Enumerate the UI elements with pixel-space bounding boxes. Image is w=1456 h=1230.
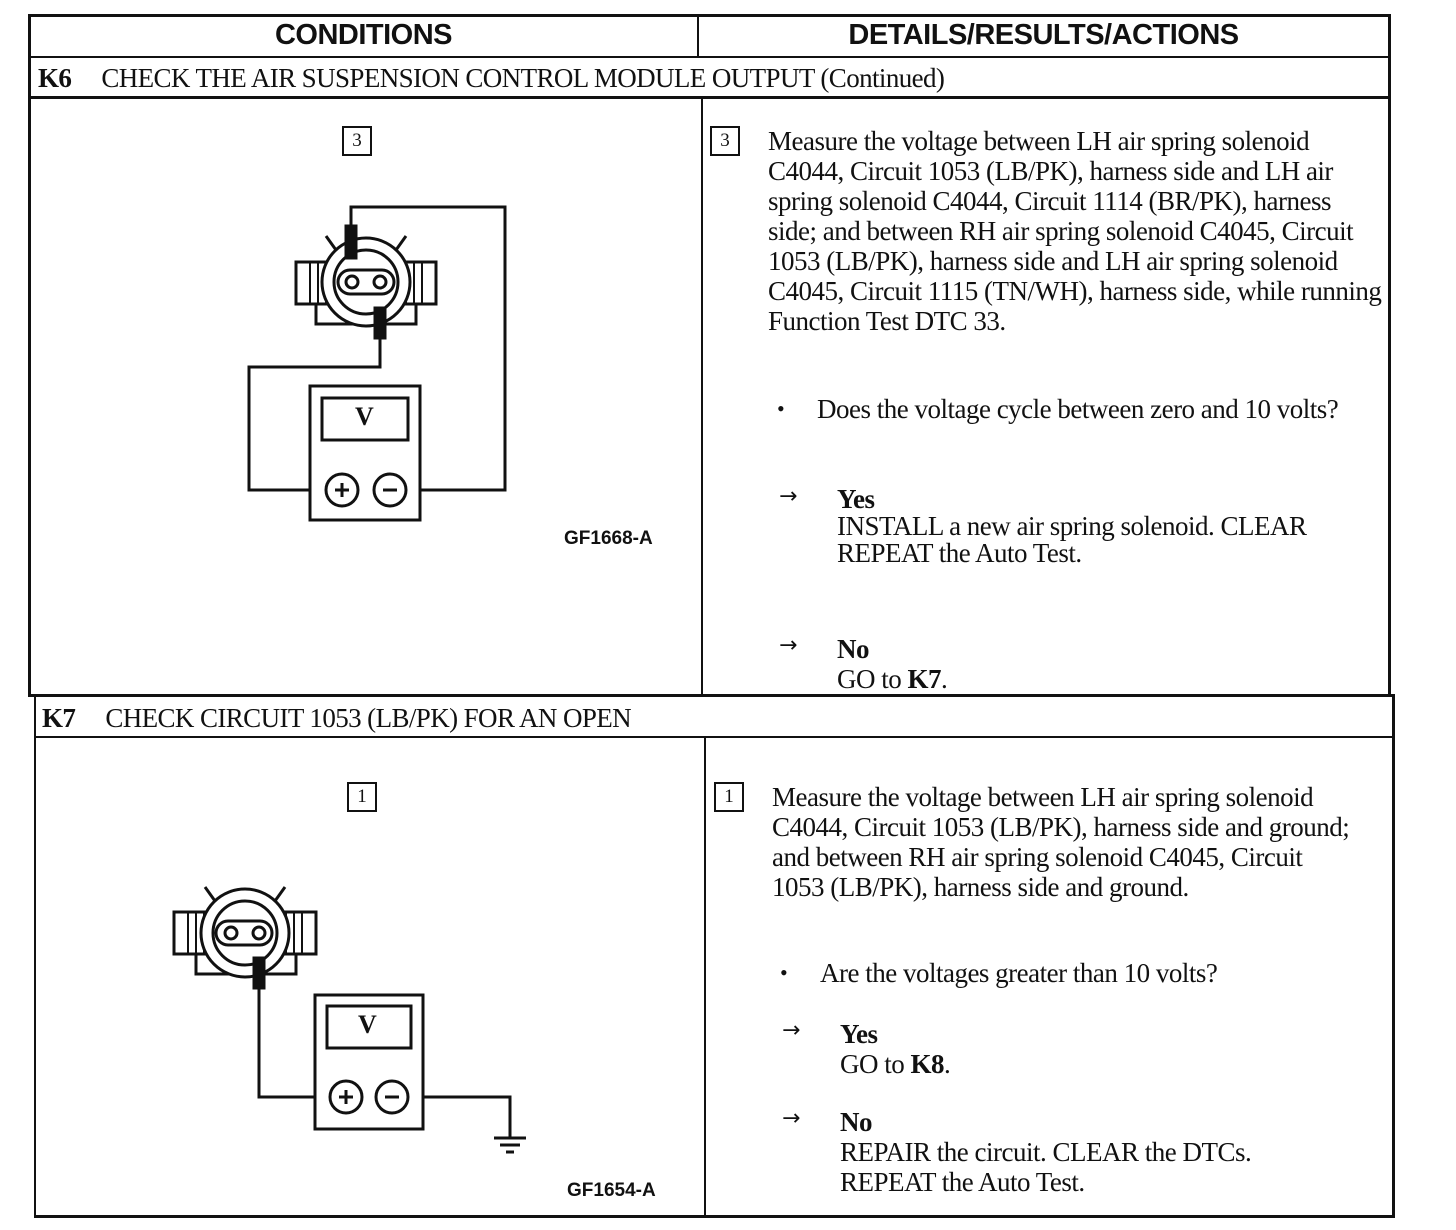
k6-title-text: CHECK THE AIR SUSPENSION CONTROL MODULE … <box>101 63 945 93</box>
column-divider-k7 <box>704 736 706 1218</box>
k7-meter-label: V <box>358 1010 377 1039</box>
table-border-bottom <box>34 1215 1394 1218</box>
table-border-top <box>28 14 1390 17</box>
header-divider <box>28 56 1390 58</box>
k7-no-label: No <box>840 1107 873 1137</box>
k6-no-prefix: GO to <box>837 664 908 694</box>
table-border-left <box>28 14 31 696</box>
k6-k7-divider <box>28 694 1394 697</box>
k6-question: Does the voltage cycle between zero and … <box>817 394 1339 424</box>
column-divider-k6 <box>701 96 703 696</box>
details-header: DETAILS/RESULTS/ACTIONS <box>848 19 1239 51</box>
k6-question-bullet: • <box>777 396 785 421</box>
k6-figure-code: GF1668-A <box>564 528 653 549</box>
k6-step-id: K6 <box>38 63 72 93</box>
k6-no-answer: No GO to K7. <box>837 634 1377 694</box>
k7-border-left <box>34 694 36 1218</box>
k6-no-suffix: . <box>941 664 948 694</box>
column-divider-header <box>697 14 699 58</box>
k7-figure-code: GF1654-A <box>567 1180 656 1201</box>
k7-yes-prefix: GO to <box>840 1049 911 1079</box>
k6-yes-label: Yes <box>837 484 875 514</box>
k7-no-answer: No REPAIR the circuit. CLEAR the DTCs. R… <box>840 1107 1380 1197</box>
k6-solenoid-connector <box>294 235 438 328</box>
k6-title-divider <box>28 96 1390 99</box>
k7-question: Are the voltages greater than 10 volts? <box>820 958 1218 988</box>
k7-no-action-2: REPEAT the Auto Test. <box>840 1167 1085 1197</box>
k6-yes-arrow-icon: → <box>779 484 798 509</box>
k6-instruction: Measure the voltage between LH air sprin… <box>768 126 1382 336</box>
k6-no-target: K7 <box>907 664 942 694</box>
k7-instruction: Measure the voltage between LH air sprin… <box>772 782 1350 902</box>
k6-no-label: No <box>837 634 870 664</box>
k6-no-arrow-icon: → <box>779 633 798 658</box>
k7-no-action-1: REPAIR the circuit. CLEAR the DTCs. <box>840 1137 1252 1167</box>
k6-meter-label: V <box>355 402 374 431</box>
k7-title-divider <box>34 736 1394 738</box>
k7-step-id: K7 <box>42 703 76 733</box>
k7-no-arrow-icon: → <box>782 1106 801 1131</box>
k7-solenoid-connector <box>172 886 318 979</box>
k6-yes-action-2: REPEAT the Auto Test. <box>837 538 1082 568</box>
k7-yes-label: Yes <box>840 1019 878 1049</box>
k7-condition-step-box: 1 <box>347 782 377 812</box>
k7-section-title: K7 CHECK CIRCUIT 1053 (LB/PK) FOR AN OPEN <box>42 703 632 734</box>
k7-border-right <box>1392 694 1395 1218</box>
k7-question-bullet: • <box>780 960 788 985</box>
k6-yes-answer: Yes INSTALL a new air spring solenoid. C… <box>837 486 1387 567</box>
k7-title-text: CHECK CIRCUIT 1053 (LB/PK) FOR AN OPEN <box>105 703 632 733</box>
k6-yes-action-1: INSTALL a new air spring solenoid. CLEAR <box>837 511 1307 541</box>
conditions-header: CONDITIONS <box>274 19 453 51</box>
k7-yes-arrow-icon: → <box>782 1018 801 1043</box>
k6-detail-step-box: 3 <box>710 126 740 156</box>
k7-detail-step-box: 1 <box>714 782 744 812</box>
k6-condition-step-box: 3 <box>342 126 372 156</box>
k7-yes-target: K8 <box>910 1049 945 1079</box>
table-border-right <box>1388 14 1391 696</box>
k6-section-title: K6 CHECK THE AIR SUSPENSION CONTROL MODUL… <box>38 63 945 94</box>
k7-yes-answer: Yes GO to K8. <box>840 1019 1380 1079</box>
k7-yes-suffix: . <box>944 1049 951 1079</box>
